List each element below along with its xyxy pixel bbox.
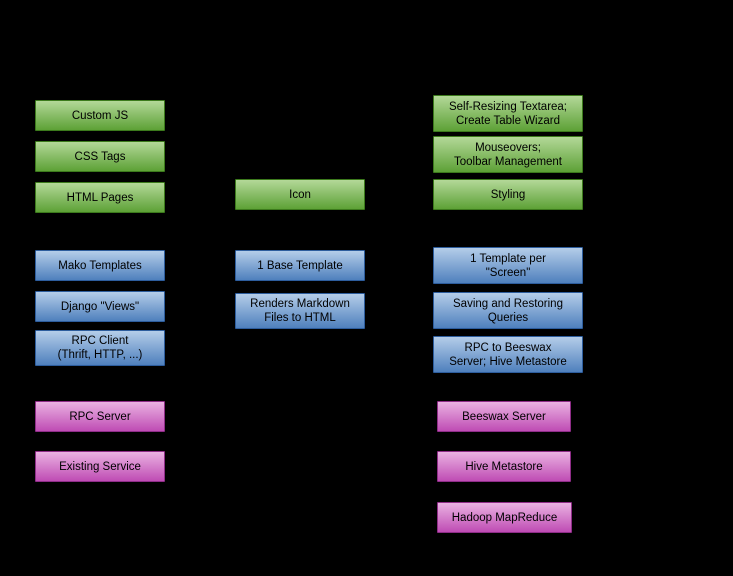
box-beeswax-server: Beeswax Server <box>437 401 571 432</box>
box-css-tags: CSS Tags <box>35 141 165 172</box>
box-django-views: Django "Views" <box>35 291 165 322</box>
box-hadoop-mapreduce: Hadoop MapReduce <box>437 502 572 533</box>
box-existing-service: Existing Service <box>35 451 165 482</box>
box-renders-markdown: Renders Markdown Files to HTML <box>235 293 365 329</box>
box-base-template: 1 Base Template <box>235 250 365 281</box>
box-styling: Styling <box>433 179 583 210</box>
box-icon: Icon <box>235 179 365 210</box>
box-saving-queries: Saving and Restoring Queries <box>433 292 583 329</box>
box-html-pages: HTML Pages <box>35 182 165 213</box>
box-mako-templates: Mako Templates <box>35 250 165 281</box>
box-rpc-server: RPC Server <box>35 401 165 432</box>
box-mouseovers: Mouseovers; Toolbar Management <box>433 136 583 173</box>
box-template-per-screen: 1 Template per "Screen" <box>433 247 583 284</box>
box-rpc-beeswax: RPC to Beeswax Server; Hive Metastore <box>433 336 583 373</box>
box-hive-metastore: Hive Metastore <box>437 451 571 482</box>
box-custom-js: Custom JS <box>35 100 165 131</box>
box-self-resizing-textarea: Self-Resizing Textarea; Create Table Wiz… <box>433 95 583 132</box>
box-rpc-client: RPC Client (Thrift, HTTP, ...) <box>35 330 165 366</box>
